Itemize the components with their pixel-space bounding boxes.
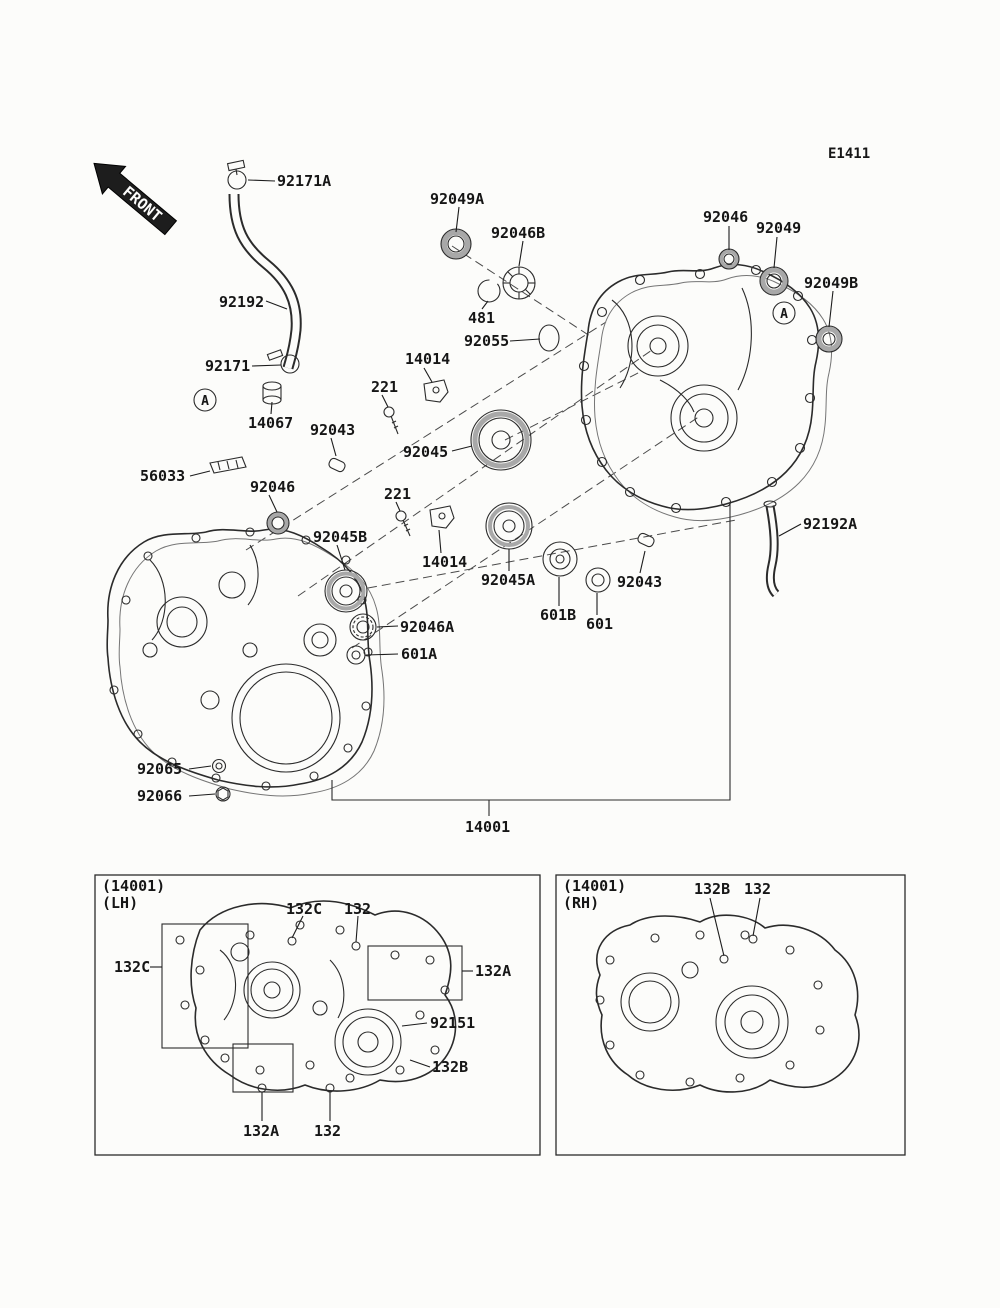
part-14067-fitting xyxy=(262,381,282,405)
lh-label-132C-left: 132C xyxy=(114,958,151,976)
lh-group-boxes xyxy=(161,923,463,1093)
part-label-92045: 92045 xyxy=(403,443,449,461)
part-label-14014-a: 14014 xyxy=(405,350,451,368)
lh-label-132A-right: 132A xyxy=(475,962,512,980)
part-label-92055: 92055 xyxy=(464,332,510,350)
part-92045B-bearing xyxy=(324,569,368,613)
part-14014-plate-a xyxy=(423,379,449,403)
part-label-92049A: 92049A xyxy=(430,190,485,208)
part-label-92045B: 92045B xyxy=(313,528,368,546)
part-14014-plate-b xyxy=(429,505,455,529)
part-label-92043-b: 92043 xyxy=(617,573,663,591)
part-92171-clamp xyxy=(266,349,300,374)
part-label-92045A: 92045A xyxy=(481,571,536,589)
part-label-92049B: 92049B xyxy=(804,274,859,292)
part-label-14067: 14067 xyxy=(248,414,294,432)
lh-label-132C-top: 132C xyxy=(286,900,323,918)
part-92046-mid-bushing xyxy=(266,511,290,535)
part-92049A-seal xyxy=(440,228,472,260)
rh-panel-title: (14001) xyxy=(563,877,627,895)
part-label-92066: 92066 xyxy=(137,787,183,805)
svg-text:A: A xyxy=(201,394,209,409)
part-label-92046B: 92046B xyxy=(491,224,546,242)
lh-label-92151: 92151 xyxy=(430,1014,476,1032)
rh-label-132B: 132B xyxy=(694,880,731,898)
rh-label-132: 132 xyxy=(744,880,772,898)
part-92043-pin-b xyxy=(637,532,655,548)
part-56033-label-plate xyxy=(209,456,247,474)
lh-label-132-top: 132 xyxy=(344,900,372,918)
rh-panel-subtitle: (RH) xyxy=(563,894,600,912)
lh-bolt-holes xyxy=(175,920,450,1093)
part-label-14014-b: 14014 xyxy=(422,553,468,571)
part-92043-pin-a xyxy=(328,457,346,473)
lh-panel-subtitle: (LH) xyxy=(102,894,139,912)
part-label-221-a: 221 xyxy=(371,378,399,396)
part-label-601A: 601A xyxy=(401,645,438,663)
rh-leader-lines xyxy=(709,897,761,964)
part-92046-top-bushing xyxy=(718,248,740,270)
left-crankcase-drawing xyxy=(106,527,385,797)
left-case-bolt-holes xyxy=(109,527,373,791)
part-label-14001: 14001 xyxy=(465,818,511,836)
front-arrow-stamp: FRONT xyxy=(93,162,178,236)
rh-bolt-holes xyxy=(595,930,825,1087)
part-label-92049: 92049 xyxy=(756,219,802,237)
part-label-601B: 601B xyxy=(540,606,577,624)
assembly-axis-lines xyxy=(245,245,737,649)
part-label-56033: 56033 xyxy=(140,467,186,485)
leader-lines xyxy=(188,179,834,797)
part-481-snap-ring xyxy=(477,279,501,303)
lh-label-132A-bottom: 132A xyxy=(243,1122,280,1140)
right-case-bolt-holes xyxy=(578,264,818,514)
part-label-92171A: 92171A xyxy=(277,172,332,190)
rh-panel-box xyxy=(555,874,906,1156)
part-92049B-seal xyxy=(815,325,843,353)
part-label-601: 601 xyxy=(586,615,614,633)
lh-label-132B: 132B xyxy=(432,1058,469,1076)
drawing-code: E1411 xyxy=(828,146,871,162)
lh-panel-box xyxy=(94,874,541,1156)
part-92066-plug xyxy=(215,786,231,802)
part-92055-ring xyxy=(538,324,560,352)
part-label-92046-mid: 92046 xyxy=(250,478,296,496)
part-601B-bearing xyxy=(542,541,578,577)
part-label-92192A: 92192A xyxy=(803,515,858,533)
part-92045-bearing xyxy=(470,409,532,471)
part-label-92192: 92192 xyxy=(219,293,265,311)
lh-panel-title: (14001) xyxy=(102,877,166,895)
part-221-screw-b xyxy=(395,510,411,537)
ref-marker-a-right: A xyxy=(772,301,796,325)
part-label-92043-a: 92043 xyxy=(310,421,356,439)
part-label-92046A: 92046A xyxy=(400,618,455,636)
svg-text:A: A xyxy=(780,307,788,322)
part-92046B-needle-bearing xyxy=(502,266,536,300)
part-92171A-clamp xyxy=(226,159,247,190)
ref-marker-a-left: A xyxy=(193,388,217,412)
lh-leader-lines xyxy=(150,915,473,1121)
part-92045A-bearing xyxy=(485,502,533,550)
part-601-bearing xyxy=(585,567,611,593)
part-221-screw-a xyxy=(383,406,399,435)
part-92192-hose xyxy=(228,193,302,370)
front-stamp-text: FRONT xyxy=(119,183,165,226)
lh-label-132-bottom: 132 xyxy=(314,1122,342,1140)
part-92065-washer xyxy=(211,758,227,774)
part-92049-seal xyxy=(759,266,789,296)
part-label-92065: 92065 xyxy=(137,760,183,778)
assembly-bracket-14001 xyxy=(331,502,731,816)
part-92046A-bearing xyxy=(349,613,377,641)
part-label-221-b: 221 xyxy=(384,485,412,503)
part-92192A-tube xyxy=(763,500,780,598)
part-601A-bearing xyxy=(346,645,366,665)
part-label-92046-top: 92046 xyxy=(703,208,749,226)
part-label-481: 481 xyxy=(468,309,496,327)
part-label-92171: 92171 xyxy=(205,357,251,375)
right-crankcase-drawing xyxy=(578,263,832,522)
